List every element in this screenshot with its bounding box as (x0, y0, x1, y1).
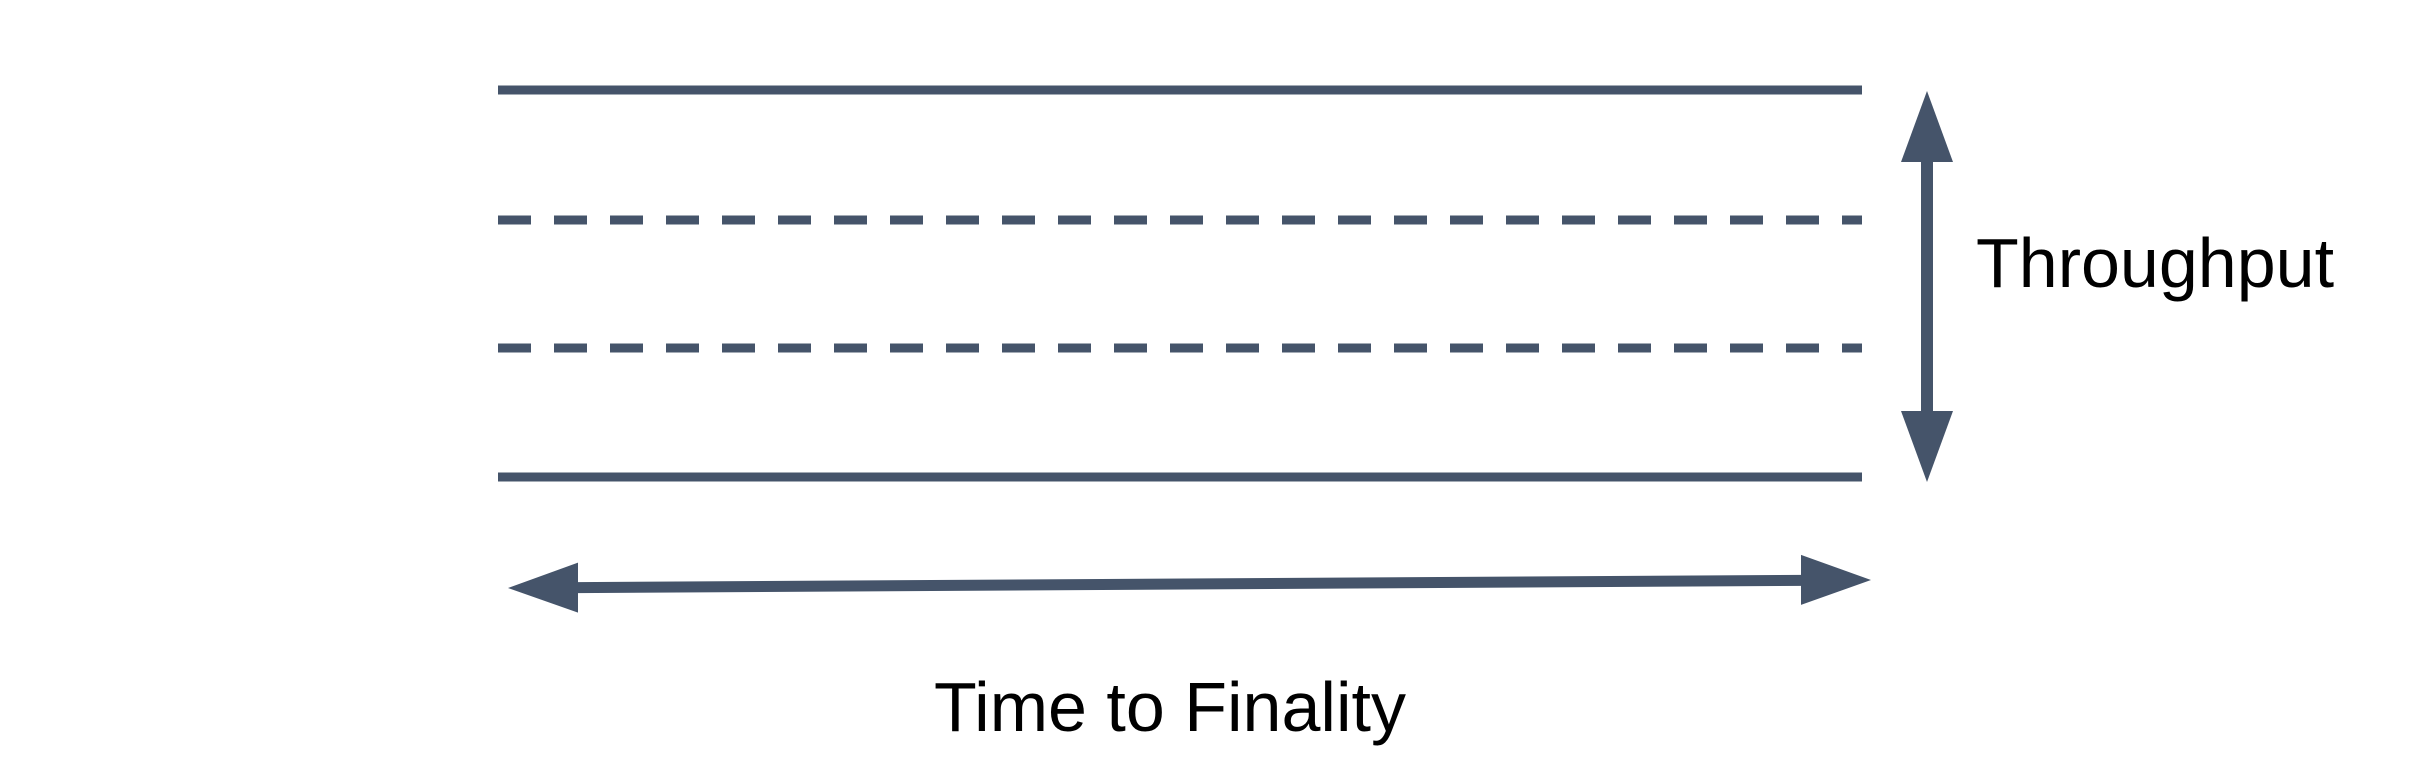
time-to-finality-label: Time to Finality (934, 668, 1406, 746)
time-to-finality-arrow-head-left (508, 562, 578, 613)
throughput-arrow (1901, 91, 1953, 482)
time-to-finality-arrow-head-right (1801, 554, 1871, 605)
throughput-label: Throughput (1976, 224, 2335, 302)
time-to-finality-arrow (508, 554, 1871, 613)
throughput-arrow-head-bottom (1901, 411, 1953, 482)
throughput-arrow-head-top (1901, 91, 1953, 162)
time-to-finality-arrow-shaft (575, 574, 1804, 594)
